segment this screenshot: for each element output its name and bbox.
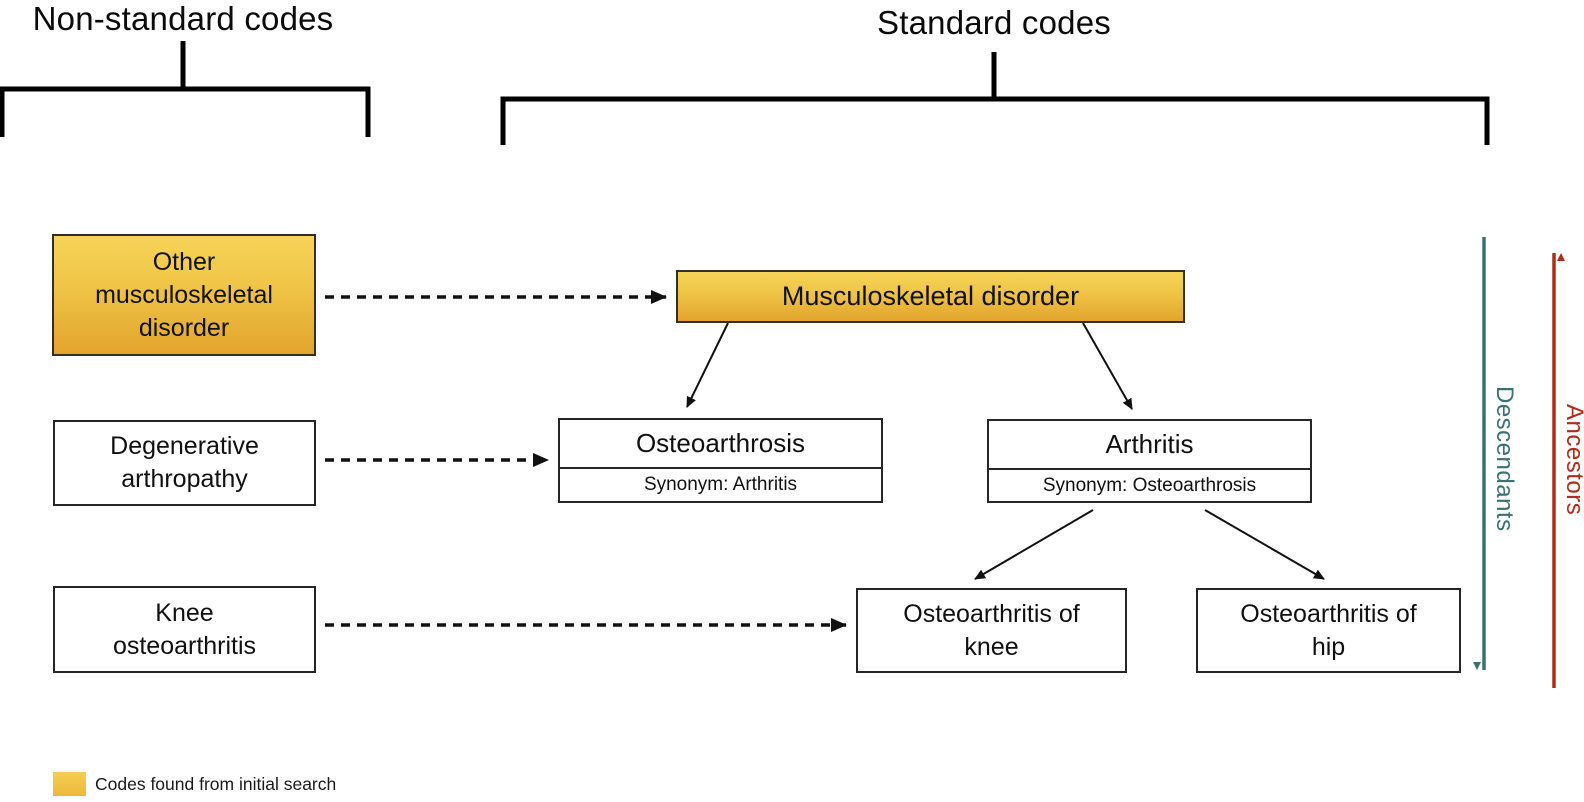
hierarchy-arrow-arthritis-to-oa-hip — [1204, 509, 1325, 580]
hierarchy-arrow-root-to-arthritis — [1082, 322, 1133, 410]
bracket-non-standard — [0, 41, 371, 137]
box-arthritis-label: Arthritis — [1105, 429, 1194, 459]
title-standard-codes: Standard codes — [877, 4, 1111, 41]
box-other-musculoskeletal-disorder: Other musculoskeletal disorder — [52, 234, 316, 356]
legend-label: Codes found from initial search — [95, 773, 337, 794]
box-knee-osteoarthritis: Knee osteoarthritis — [53, 586, 316, 673]
title-non-standard-codes: Non-standard codes — [32, 0, 334, 37]
descendants-label: Descendants — [1491, 386, 1518, 532]
hierarchy-arrow-root-to-osteoarthrosis — [686, 322, 729, 408]
box-other-musculoskeletal-disorder-label: Other musculoskeletal disorder — [95, 247, 273, 342]
ancestors-label: Ancestors — [1561, 404, 1584, 516]
box-osteoarthritis-of-knee-label: Osteoarthritis of knee — [903, 599, 1080, 661]
legend: Codes found from initial search — [53, 772, 336, 796]
box-musculoskeletal-disorder: Musculoskeletal disorder — [676, 270, 1185, 323]
box-osteoarthritis-of-hip-label: Osteoarthritis of hip — [1240, 599, 1417, 661]
box-osteoarthritis-of-knee: Osteoarthritis of knee — [856, 588, 1127, 673]
box-degenerative-arthropathy: Degenerative arthropathy — [53, 420, 316, 506]
box-osteoarthritis-of-hip: Osteoarthritis of hip — [1196, 588, 1461, 673]
box-osteoarthrosis-label: Osteoarthrosis — [635, 428, 806, 458]
box-osteoarthrosis: Osteoarthrosis Synonym: Arthritis — [558, 418, 883, 503]
box-arthritis: Arthritis Synonym: Osteoarthrosis — [987, 419, 1312, 503]
bracket-standard — [500, 52, 1490, 145]
box-musculoskeletal-disorder-label: Musculoskeletal disorder — [781, 280, 1080, 311]
box-osteoarthrosis-synonym: Synonym: Arthritis — [560, 467, 881, 501]
hierarchy-arrow-arthritis-to-oa-knee — [974, 509, 1094, 580]
legend-gold-swatch — [53, 772, 86, 796]
box-knee-osteoarthritis-label: Knee osteoarthritis — [112, 598, 257, 660]
box-degenerative-arthropathy-label: Degenerative arthropathy — [110, 432, 259, 493]
box-arthritis-synonym: Synonym: Osteoarthrosis — [989, 468, 1310, 501]
